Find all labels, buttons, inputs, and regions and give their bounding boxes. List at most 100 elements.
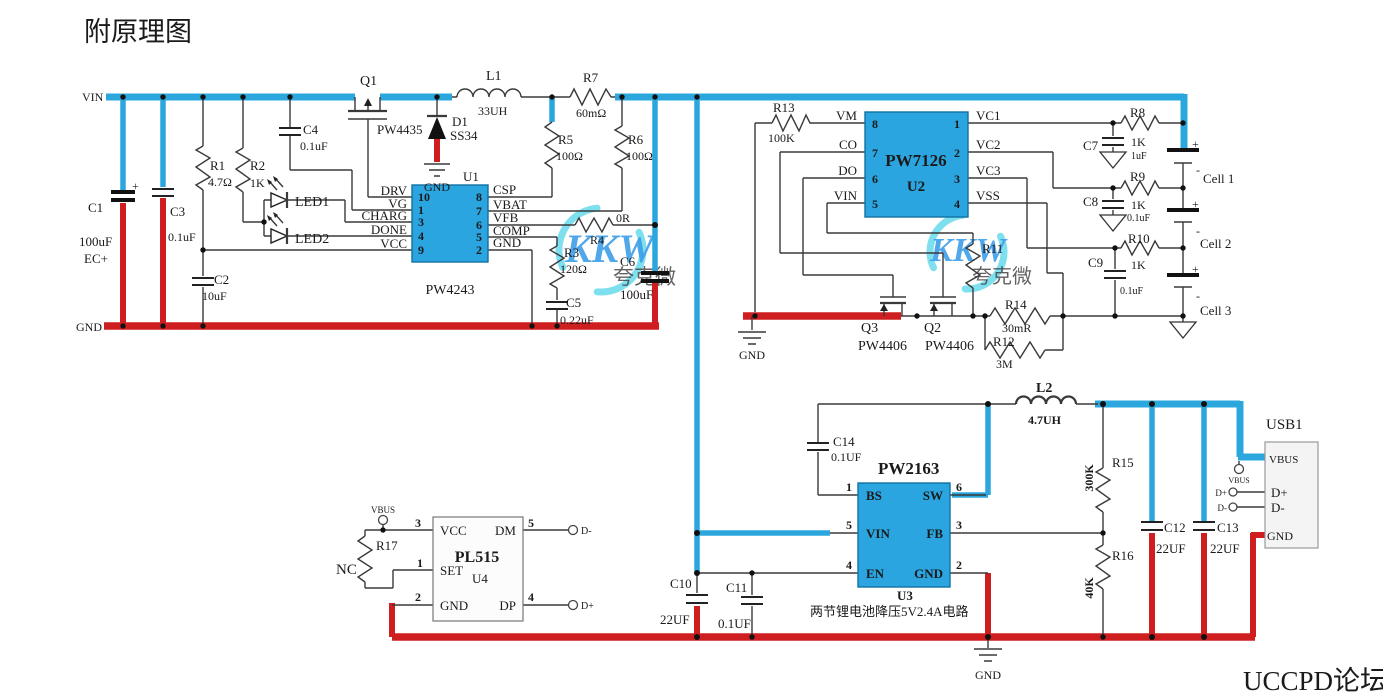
- watermark-left: KKW 夸克微: [555, 204, 676, 296]
- c5-ref: C5: [566, 295, 581, 310]
- u2-pin-labels: 8 7 6 5 1 2 3 4 VM CO DO VIN VC1 VC2 VC3…: [834, 108, 1001, 211]
- u1-ref: U1: [463, 169, 479, 184]
- forum-footer: UCCPD论坛: [1243, 666, 1383, 696]
- c9-ref: C9: [1088, 255, 1103, 270]
- r5-value: 100Ω: [556, 149, 583, 163]
- u4-pin3: 3: [415, 516, 421, 530]
- r13-ref: R13: [773, 100, 795, 115]
- u3-fb: FB: [926, 526, 943, 541]
- u3-sw: SW: [923, 488, 943, 503]
- u1-body: [411, 184, 489, 263]
- c1-value: 100uF: [79, 234, 112, 249]
- c10-ref: C10: [670, 576, 692, 591]
- l2-ref: L2: [1036, 381, 1052, 396]
- r15-value: 300K: [1082, 464, 1096, 492]
- c3-ref: C3: [170, 204, 185, 219]
- r14-ref: R14: [1005, 297, 1027, 312]
- u3-pin-labels: 1 5 4 6 3 2 BS VIN EN SW FB GND: [846, 480, 962, 581]
- c11-ref: C11: [726, 580, 747, 595]
- usb1-vbus-pin: VBUS: [1269, 454, 1298, 466]
- r1-ref: R1: [210, 158, 225, 173]
- d1-gnd-label: GND: [424, 180, 450, 194]
- q1-ref: Q1: [360, 74, 377, 89]
- vbus-terminal: [377, 514, 389, 526]
- c3-value: 0.1uF: [168, 230, 196, 244]
- q1-part: PW4435: [377, 122, 423, 137]
- u2-part: PW7126: [885, 151, 946, 170]
- c4-value: 0.1uF: [300, 139, 328, 153]
- usb1-dp-terminal-label: D+: [1215, 488, 1227, 498]
- u2-vin: VIN: [834, 188, 858, 203]
- u2-co: CO: [839, 137, 857, 152]
- r4-ref: R4: [590, 233, 604, 247]
- u2-pin2: 2: [954, 146, 960, 160]
- u1-part: PW4243: [426, 283, 475, 298]
- usb1-dm-pin: D-: [1271, 500, 1285, 515]
- page-title: 附原理图: [84, 17, 192, 47]
- vin-net-label: VIN: [82, 90, 104, 104]
- u1-pin2: 2: [476, 243, 482, 257]
- u1-pin8: 8: [476, 190, 482, 204]
- r10-value: 1K: [1131, 258, 1146, 272]
- u4-pin1: 1: [417, 556, 423, 570]
- u3-body: [857, 482, 951, 588]
- c2-value: 10uF: [202, 289, 227, 303]
- c4-ref: C4: [303, 122, 319, 137]
- u4-dm: DM: [495, 523, 516, 538]
- u1-vg: VG: [388, 196, 407, 211]
- c14-value: 0.1UF: [831, 450, 862, 464]
- r16-ref: R16: [1112, 548, 1134, 563]
- u4-gnd: GND: [440, 598, 468, 613]
- led2-ref: LED2: [295, 232, 329, 247]
- u2-vc2: VC2: [976, 137, 1001, 152]
- u2-pin1: 1: [954, 117, 960, 131]
- cell3-label: Cell 3: [1200, 303, 1231, 318]
- u4-vbus-label: VBUS: [371, 505, 395, 515]
- q2-ref: Q2: [924, 321, 941, 336]
- u2-pin7: 7: [872, 146, 878, 160]
- r17-ref: R17: [376, 538, 398, 553]
- r8-value: 1K: [1131, 135, 1146, 149]
- d1-value: SS34: [450, 128, 478, 143]
- r2-value: 1K: [250, 176, 265, 190]
- usb-dm-terminal: [1228, 502, 1238, 512]
- u1-csp: CSP: [493, 182, 516, 197]
- junction-dots: [120, 94, 1207, 640]
- usb1-dp-pin: D+: [1271, 485, 1288, 500]
- u2-vm: VM: [836, 108, 857, 123]
- mosfet-q2-symbol: [930, 296, 956, 316]
- u3-pin1: 1: [846, 480, 852, 494]
- u1-drv: DRV: [381, 183, 408, 198]
- q3-ref: Q3: [861, 321, 878, 336]
- c7-ref: C7: [1083, 138, 1099, 153]
- r13-value: 100K: [768, 131, 795, 145]
- u3-gnd: GND: [914, 566, 943, 581]
- watermark-right: KKW 夸克微: [926, 211, 1032, 293]
- l1-value: 33UH: [478, 104, 508, 118]
- r6-ref: R6: [628, 132, 644, 147]
- c7-value: 1uF: [1131, 151, 1147, 162]
- usb1-body: [1264, 441, 1319, 549]
- r9-value: 1K: [1131, 198, 1146, 212]
- gnd-net-label: GND: [76, 320, 102, 334]
- u1-vfb: VFB: [493, 210, 519, 225]
- cell1-plus: +: [1192, 137, 1199, 151]
- u3-caption: 两节锂电池降压5V2.4A电路: [810, 604, 969, 619]
- u4-dp-terminal-label: D+: [581, 601, 594, 612]
- c8-ref: C8: [1083, 194, 1098, 209]
- usb-vbus-terminal: [1233, 463, 1245, 475]
- c14-ref: C14: [833, 434, 855, 449]
- u1-pin1: 1: [418, 203, 424, 217]
- u1-pin6: 6: [476, 218, 482, 232]
- u4-pin-labels: 3 1 2 5 4 VCC SET GND DM DP: [415, 516, 534, 613]
- r7-value: 60mΩ: [576, 106, 606, 120]
- u2-pin6: 6: [872, 172, 878, 186]
- nc-label: NC: [336, 562, 357, 578]
- r9-ref: R9: [1130, 169, 1145, 184]
- u3-pin3: 3: [956, 518, 962, 532]
- cell2-minus: -: [1196, 224, 1200, 238]
- c9-value: 0.1uF: [1120, 286, 1144, 297]
- d1-ref: D1: [452, 114, 468, 129]
